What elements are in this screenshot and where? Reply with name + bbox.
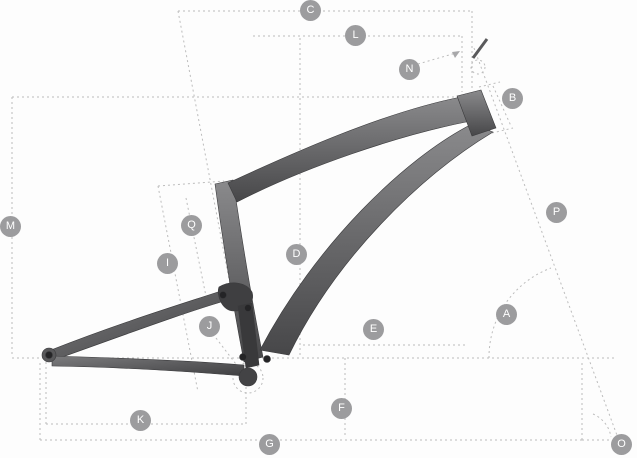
label-M: M <box>0 216 21 237</box>
top-tube <box>227 96 472 203</box>
pivot-bolt-lower-right <box>263 355 271 363</box>
pivot-bolt-upper <box>219 291 227 299</box>
dim-line-N <box>417 52 457 65</box>
label-B: B <box>502 88 523 109</box>
label-D: D <box>286 244 307 265</box>
pivot-bolt-rocker <box>244 304 252 312</box>
label-P: P <box>546 202 567 223</box>
dim-line-seat-axis <box>177 10 248 375</box>
label-Q: Q <box>181 215 202 236</box>
label-J: J <box>199 316 220 337</box>
head-tube <box>456 89 497 137</box>
label-E: E <box>363 319 384 340</box>
bottom-bracket <box>238 367 258 387</box>
dim-line-B <box>492 85 512 127</box>
headset-reference-circle <box>470 59 486 75</box>
label-G: G <box>259 434 280 455</box>
rear-shock <box>237 302 260 369</box>
label-N: N <box>399 59 420 80</box>
dim-line-steer-axis <box>473 47 619 439</box>
label-K: K <box>130 410 151 431</box>
label-L: L <box>345 25 366 46</box>
pivot-bolt-lower-left <box>239 353 247 361</box>
dimension-lines <box>11 10 619 441</box>
down-tube <box>259 123 494 356</box>
steerer-mark <box>471 38 489 59</box>
label-F: F <box>331 398 352 419</box>
arrowhead-N <box>452 51 460 58</box>
label-O: O <box>611 434 632 455</box>
dim-arc-O <box>592 413 612 438</box>
frame-illustration <box>41 38 497 387</box>
label-I: I <box>157 253 178 274</box>
label-A: A <box>496 304 517 325</box>
rear-axle-bolt <box>45 351 53 359</box>
chainstay <box>51 355 245 377</box>
dim-line-Q <box>185 197 209 307</box>
label-C: C <box>300 0 321 21</box>
